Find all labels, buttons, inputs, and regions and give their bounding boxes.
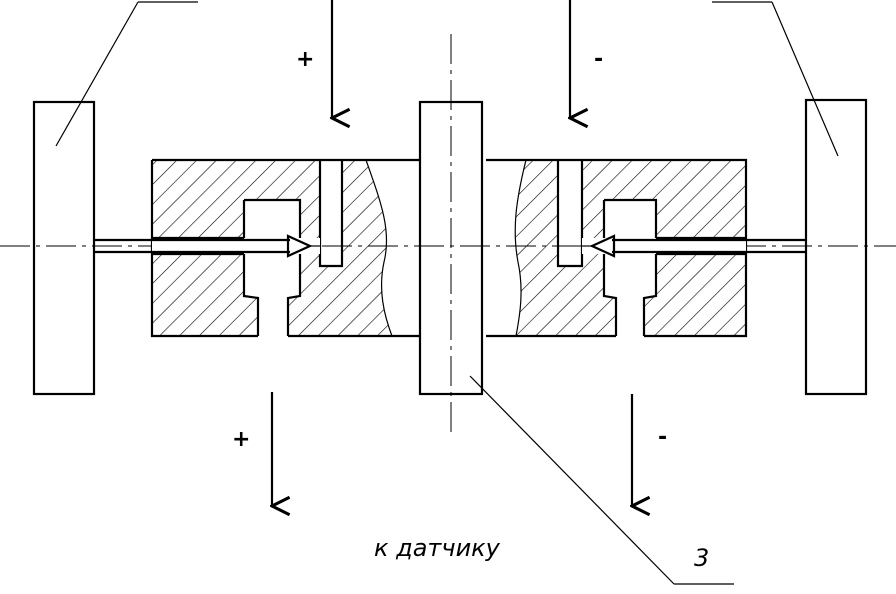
sign-bottom-right: -	[658, 425, 667, 450]
ref-number-3: 3	[694, 544, 709, 572]
right-plate-leader	[771, 1, 839, 157]
left-body	[150, 158, 393, 338]
right-body	[486, 158, 748, 338]
sensor-caption: к датчику	[374, 534, 501, 562]
right-needle	[582, 234, 806, 258]
sign-top-left: +	[296, 47, 314, 72]
ref-3-leader	[469, 375, 675, 585]
sign-top-right: -	[594, 47, 603, 72]
left-plate	[32, 100, 96, 396]
left-plate-leader	[55, 1, 139, 147]
sign-bottom-left: +	[232, 427, 250, 452]
right-plate	[804, 98, 868, 396]
left-needle	[94, 234, 320, 258]
